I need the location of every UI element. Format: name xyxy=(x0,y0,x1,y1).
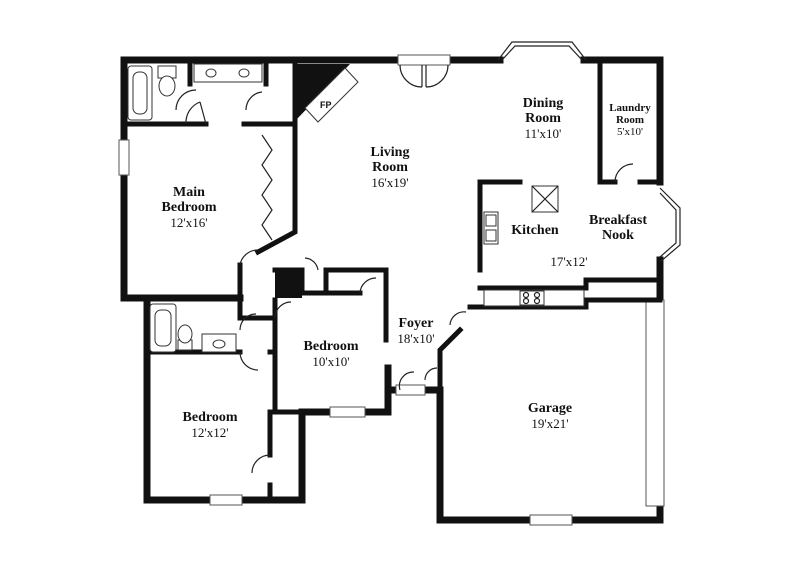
dining-room-label: Dining Room 11'x10' xyxy=(508,96,578,141)
patio-door xyxy=(397,54,451,88)
bedroom-window xyxy=(209,494,243,506)
laundry-room-name: Laundry Room xyxy=(609,102,651,126)
main-bedroom-label: Main Bedroom 12'x16' xyxy=(144,185,234,230)
hall-bath-fixtures xyxy=(149,303,257,353)
kitchen-name: Kitchen xyxy=(511,223,559,238)
breakfast-nook-dim-label: 17'x12' xyxy=(534,254,604,269)
fireplace xyxy=(296,64,359,123)
main-bedroom-window xyxy=(118,139,130,176)
foyer-dim: 18'x10' xyxy=(397,331,435,346)
dining-room-dim: 11'x10' xyxy=(524,126,562,141)
foyer-name: Foyer xyxy=(398,316,434,331)
kitchen-label: Kitchen xyxy=(500,223,570,238)
bedroom3-name: Bedroom xyxy=(182,410,238,425)
dining-bay-window xyxy=(497,41,587,61)
fireplace-label: FP xyxy=(320,100,332,110)
breakfast-bay-window xyxy=(659,187,681,263)
garage-name: Garage xyxy=(527,401,573,416)
front-door xyxy=(395,384,426,396)
bedroom2-dim: 10'x10' xyxy=(312,354,350,369)
hall-closet-fill xyxy=(275,272,302,298)
breakfast-nook-name: Breakfast Nook xyxy=(588,213,648,243)
bedroom3-label: Bedroom 12'x12' xyxy=(170,410,250,440)
garage-door xyxy=(645,299,665,507)
door-swings xyxy=(185,101,634,474)
garage-label: Garage 19'x21' xyxy=(510,401,590,431)
foyer-label: Foyer 18'x10' xyxy=(384,316,448,346)
bedroom2-window xyxy=(329,406,366,418)
garage-dim: 19'x21' xyxy=(531,416,569,431)
breakfast-nook-label: Breakfast Nook xyxy=(576,213,660,243)
garage-window xyxy=(529,514,573,526)
living-room-dim: 16'x19' xyxy=(371,175,409,190)
main-bedroom-name: Main Bedroom xyxy=(161,185,217,215)
laundry-room-dim: 5'x10' xyxy=(617,126,643,138)
main-bath-fixtures xyxy=(127,63,263,121)
bedroom2-name: Bedroom xyxy=(303,339,359,354)
main-closet-doors xyxy=(261,134,273,241)
breakfast-nook-dim: 17'x12' xyxy=(550,254,588,269)
living-room-label: Living Room 16'x19' xyxy=(350,145,430,190)
bedroom2-label: Bedroom 10'x10' xyxy=(288,339,374,369)
laundry-room-label: Laundry Room 5'x10' xyxy=(602,102,658,138)
dining-room-name: Dining Room xyxy=(522,96,564,126)
kitchen-fixtures xyxy=(483,185,585,307)
bedroom3-dim: 12'x12' xyxy=(191,425,229,440)
living-room-name: Living Room xyxy=(370,145,410,175)
main-bedroom-dim: 12'x16' xyxy=(170,215,208,230)
